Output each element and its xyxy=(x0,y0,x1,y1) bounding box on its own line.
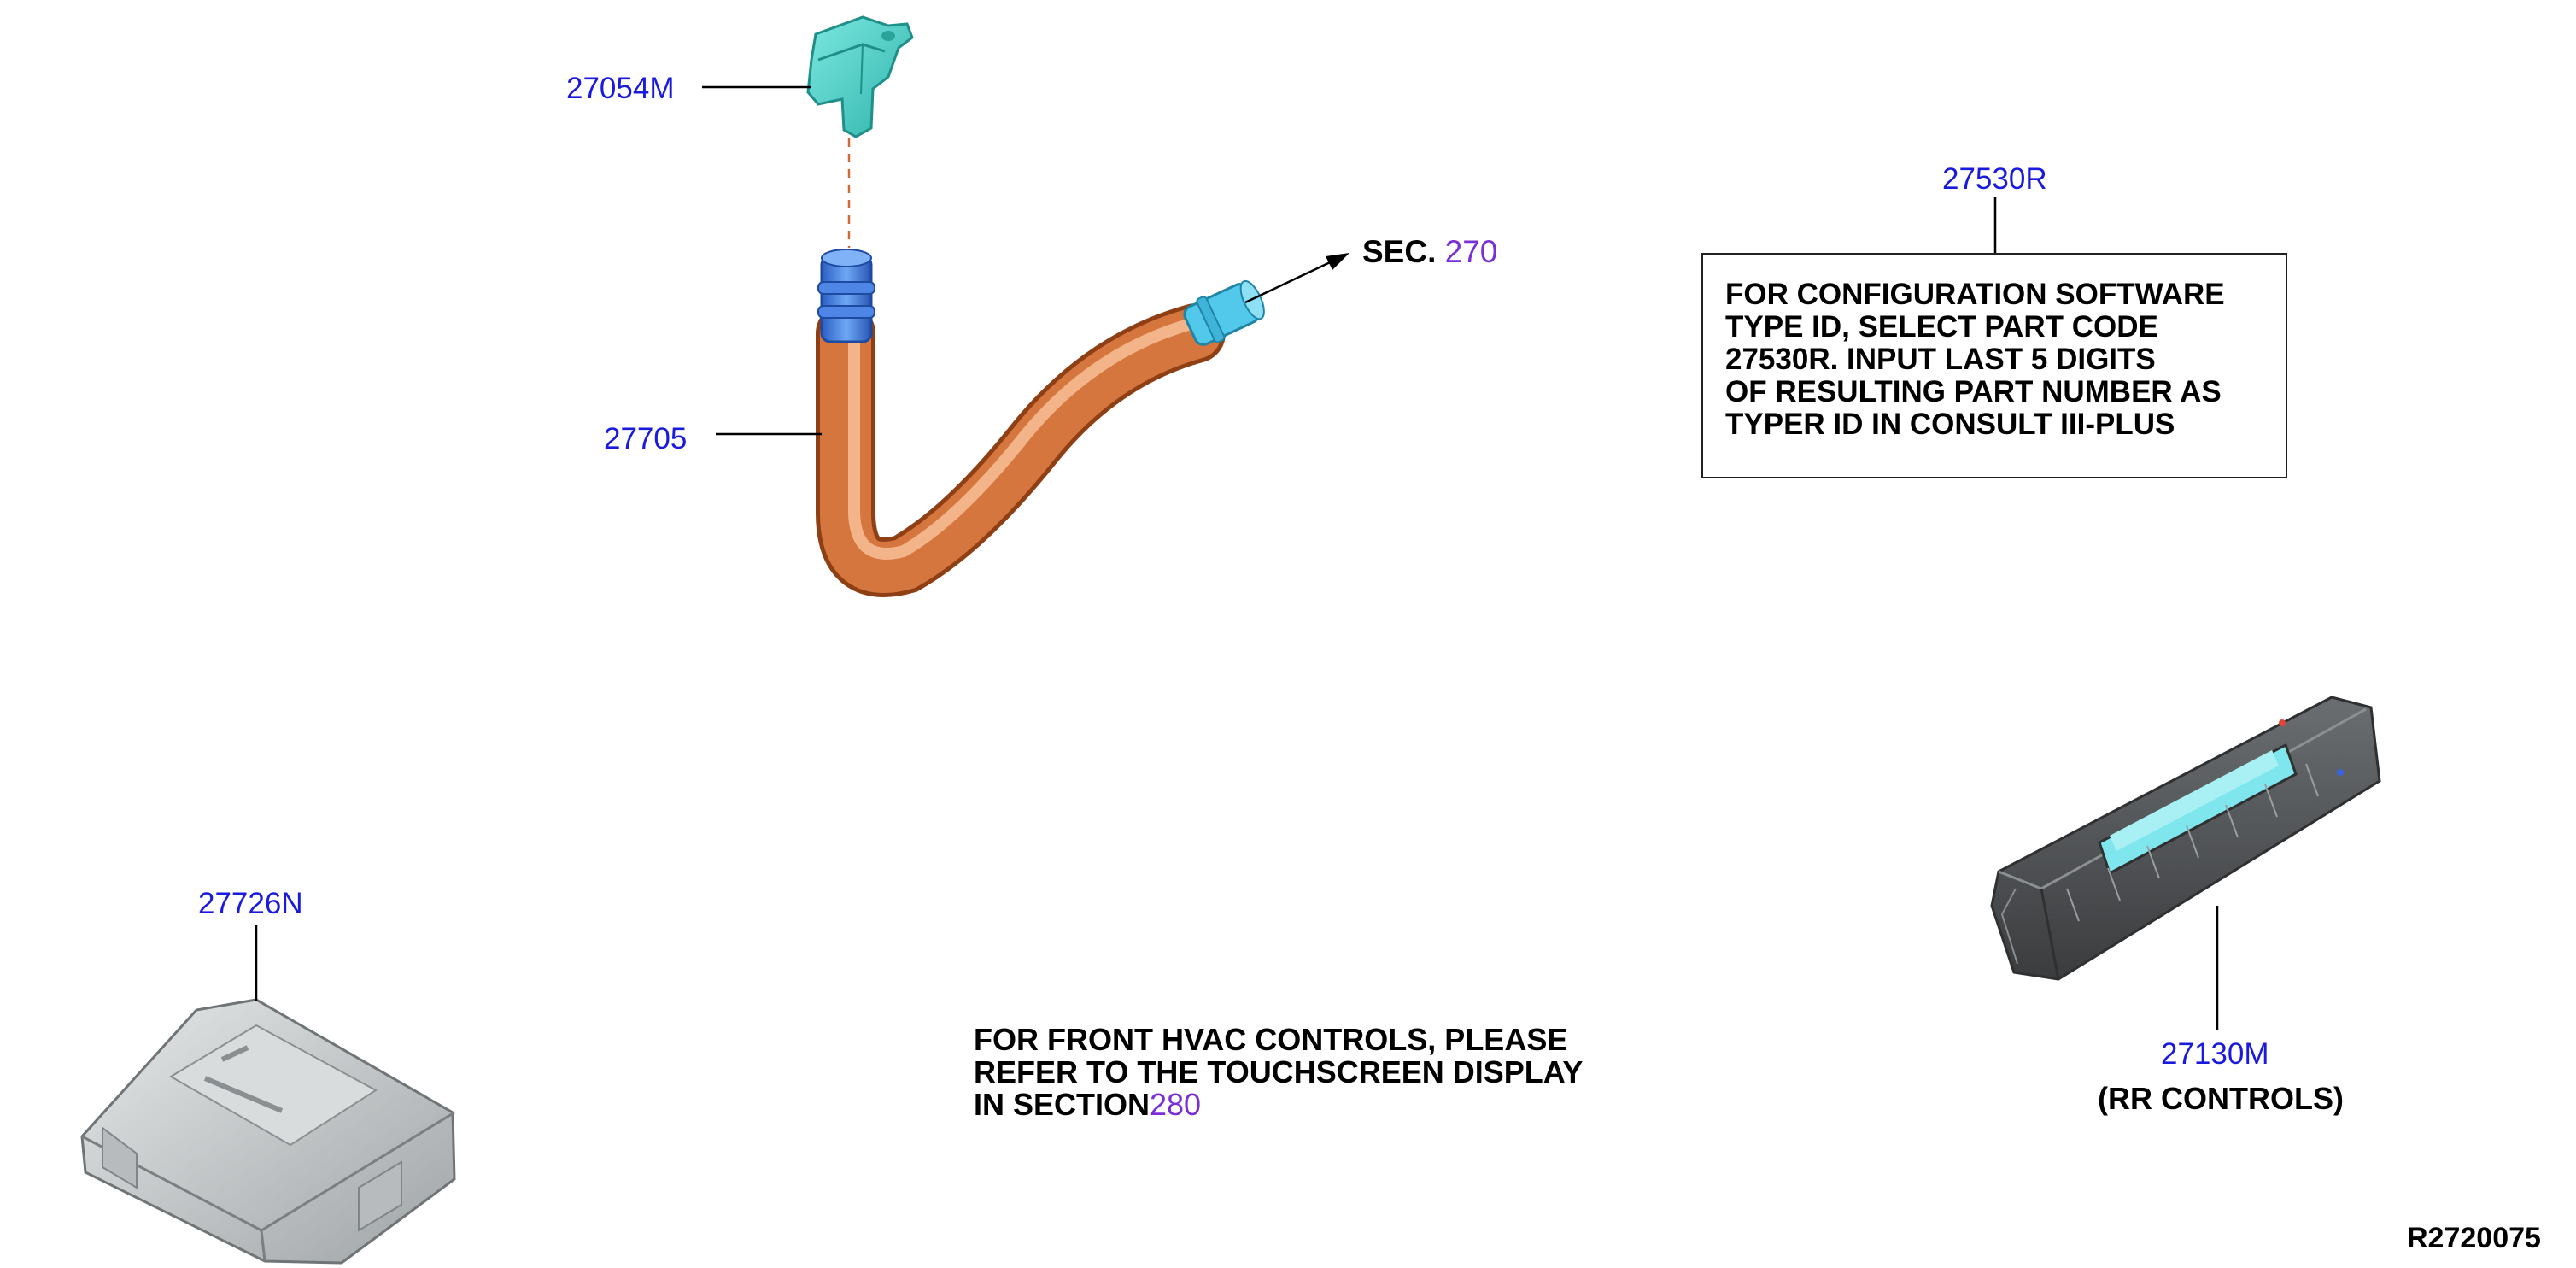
callout-27726N[interactable]: 27726N xyxy=(198,887,303,920)
section-arrow xyxy=(1244,253,1349,304)
front-note-prefix: IN SECTION xyxy=(974,1087,1150,1122)
front-note-line: IN SECTION280 xyxy=(974,1089,1583,1121)
callout-27705[interactable]: 27705 xyxy=(604,422,688,455)
rear-controls-panel-27130M[interactable] xyxy=(1990,696,2381,981)
callout-27130M[interactable]: 27130M xyxy=(2161,1037,2269,1071)
config-note-text: FOR CONFIGURATION SOFTWARE TYPE ID, SELE… xyxy=(1725,279,2225,441)
front-note-line: REFER TO THE TOUCHSCREEN DISPLAY xyxy=(974,1054,1584,1089)
section-link-280[interactable]: 280 xyxy=(1150,1087,1202,1122)
section-link-270[interactable]: 270 xyxy=(1444,234,1498,269)
hose-27705[interactable] xyxy=(816,249,1270,597)
config-note-line: TYPER ID IN CONSULT III-PLUS xyxy=(1725,408,2175,441)
rear-controls-caption: (RR CONTROLS) xyxy=(2098,1081,2344,1116)
section-reference: SEC. 270 xyxy=(1362,236,1497,267)
config-note-line: TYPE ID, SELECT PART CODE xyxy=(1725,310,2158,343)
config-note-line: FOR CONFIGURATION SOFTWARE xyxy=(1725,278,2225,311)
callout-27530R[interactable]: 27530R xyxy=(1942,162,2047,196)
config-note-box: FOR CONFIGURATION SOFTWARE TYPE ID, SELE… xyxy=(1701,253,2287,478)
front-hvac-note: FOR FRONT HVAC CONTROLS, PLEASE REFER TO… xyxy=(974,1024,1583,1121)
section-prefix: SEC. xyxy=(1362,234,1437,269)
control-unit-27726N[interactable] xyxy=(80,998,456,1265)
sensor-27054M[interactable] xyxy=(806,15,914,138)
callout-27054M[interactable]: 27054M xyxy=(566,72,675,105)
front-note-line: FOR FRONT HVAC CONTROLS, PLEASE xyxy=(974,1022,1568,1057)
drawing-id: R2720075 xyxy=(2407,1222,2541,1254)
config-note-line: 27530R. INPUT LAST 5 DIGITS xyxy=(1725,343,2156,376)
config-note-line: OF RESULTING PART NUMBER AS xyxy=(1725,375,2222,408)
